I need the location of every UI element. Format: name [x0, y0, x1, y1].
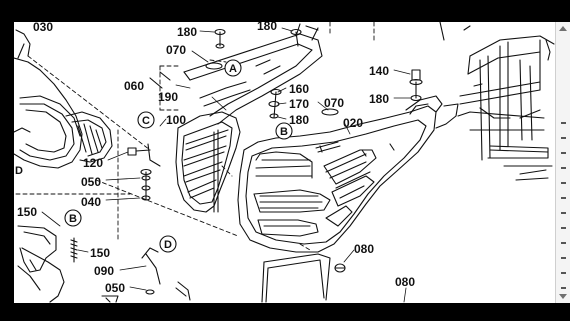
ref-marker-b: B: [280, 126, 288, 138]
scrollbar-mark: [561, 242, 566, 244]
scrollbar-mark: [561, 257, 566, 259]
scroll-up-arrow-icon[interactable]: [559, 26, 567, 31]
callout-090: 090: [94, 264, 114, 278]
callout-160: 160: [289, 82, 309, 96]
callout-070: 070: [166, 43, 186, 57]
scrollbar-mark: [561, 227, 566, 229]
callout-180: 180: [289, 113, 309, 127]
callout-180: 180: [177, 25, 197, 39]
scrollbar-mark: [561, 167, 566, 169]
callout-080: 080: [395, 275, 415, 289]
callout-140: 140: [369, 64, 389, 78]
callout-050: 050: [81, 175, 101, 189]
callout-100: 100: [166, 113, 186, 127]
ref-marker-a: A: [229, 63, 237, 75]
callout-150: 150: [90, 246, 110, 260]
callout-170: 170: [289, 97, 309, 111]
scrollbar-mark: [561, 152, 566, 154]
radiator-frame: [439, 22, 555, 181]
boundary-dashes: [15, 22, 375, 251]
callout-030: 030: [33, 22, 53, 34]
parts-diagram-sheet: A B B C D D 030 180 180 070 060 190 160 …: [14, 22, 555, 303]
callout-070: 070: [324, 96, 344, 110]
callout-150: 150: [17, 205, 37, 219]
ref-marker-d: D: [164, 239, 172, 251]
callout-190: 190: [158, 90, 178, 104]
scroll-down-arrow-icon[interactable]: [559, 294, 567, 299]
fasteners: [70, 28, 423, 303]
callout-040: 040: [81, 195, 101, 209]
scrollbar-mark: [561, 212, 566, 214]
exploded-parts-diagram: A B B C D D 030 180 180 070 060 190 160 …: [14, 22, 555, 303]
scrollbar-mark: [561, 197, 566, 199]
callout-050: 050: [105, 281, 125, 295]
callout-080: 080: [354, 242, 374, 256]
callout-180: 180: [369, 92, 389, 106]
headlight-assembly: [14, 29, 113, 169]
vertical-scrollbar[interactable]: [555, 22, 570, 303]
scrollbar-mark: [561, 122, 566, 124]
scrollbar-mark: [561, 137, 566, 139]
hood-front-panel: [237, 95, 459, 253]
callout-120: 120: [83, 156, 103, 170]
ref-marker-d-edge: D: [15, 165, 23, 177]
callout-020: 020: [343, 116, 363, 130]
leader-lines: [41, 27, 411, 303]
scrollbar-mark: [561, 182, 566, 184]
ref-marker-b: B: [69, 213, 77, 225]
lower-bracket: [261, 253, 331, 303]
ref-marker-c: C: [142, 115, 150, 127]
callout-180: 180: [257, 22, 277, 33]
callout-060: 060: [124, 79, 144, 93]
scrollbar-mark: [561, 287, 566, 289]
hook-bracket-150: [17, 225, 65, 303]
scrollbar-mark: [561, 272, 566, 274]
